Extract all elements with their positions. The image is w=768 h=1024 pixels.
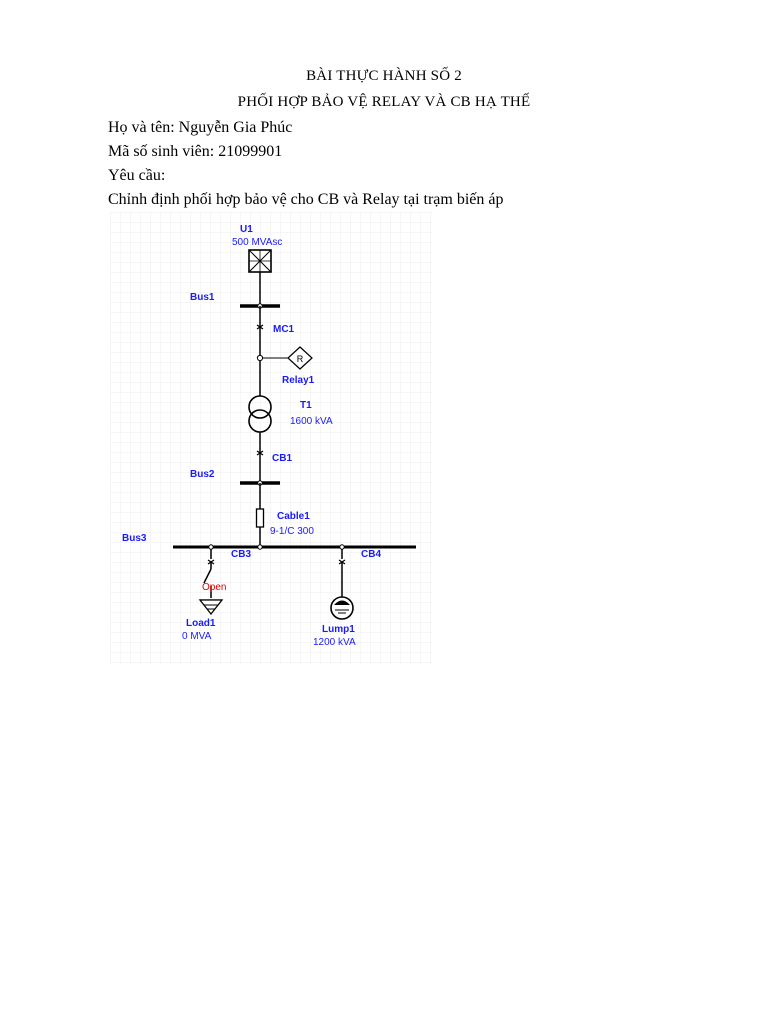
cb3-label: CB3 <box>231 549 251 560</box>
cb1-breaker-icon[interactable] <box>256 450 264 468</box>
requirement-text: Chỉnh định phối hợp bảo vệ cho CB và Rel… <box>108 191 504 208</box>
single-line-diagram: U1 500 MVAsc Bus1 MC1 R Relay1 T1 1600 k… <box>110 212 432 664</box>
mc1-label: MC1 <box>273 324 295 335</box>
diagram-grid <box>110 212 432 664</box>
load-rating-label: 0 MVA <box>182 631 212 642</box>
bus3-label: Bus3 <box>122 533 147 544</box>
static-load-icon[interactable] <box>198 599 224 616</box>
transformer-rating-label: 1600 kVA <box>290 416 333 427</box>
cable-icon[interactable] <box>255 508 265 528</box>
student-id: Mã số sinh viên: 21099901 <box>108 143 283 160</box>
cable-id-label: Cable1 <box>277 511 310 522</box>
cb1-label: CB1 <box>272 453 292 464</box>
document-subtitle: PHỐI HỢP BẢO VỆ RELAY VÀ CB HẠ THẾ <box>237 94 531 110</box>
bus3-node <box>257 544 263 550</box>
cb3-breaker-icon[interactable] <box>203 559 215 598</box>
cb4-breaker-icon[interactable] <box>338 559 346 597</box>
relay-icon[interactable]: R <box>287 346 313 370</box>
utility-source-icon[interactable] <box>248 249 272 273</box>
requirement-label: Yêu cầu: <box>108 167 166 184</box>
student-name: Họ và tên: Nguyễn Gia Phúc <box>108 119 293 136</box>
lump-rating-label: 1200 kVA <box>313 637 356 648</box>
cb4-node <box>339 544 345 550</box>
cb4-label: CB4 <box>361 549 381 560</box>
ct-node <box>256 354 264 362</box>
source-id-label: U1 <box>240 224 253 235</box>
transformer-id-label: T1 <box>300 400 312 411</box>
lump-id-label: Lump1 <box>322 624 355 635</box>
bus1-label: Bus1 <box>190 292 215 303</box>
document-title: BÀI THỰC HÀNH SỐ 2 <box>306 68 462 84</box>
bus2-label: Bus2 <box>190 469 215 480</box>
source-rating-label: 500 MVAsc <box>232 237 282 248</box>
cb3-node <box>208 544 214 550</box>
cable-spec-label: 9-1/C 300 <box>270 526 314 537</box>
cb3-status-label: Open <box>202 582 226 593</box>
relay-symbol: R <box>297 354 304 364</box>
lumped-load-icon[interactable] <box>330 596 354 620</box>
load-id-label: Load1 <box>186 618 216 629</box>
mc1-breaker-icon[interactable] <box>256 324 264 342</box>
relay-label: Relay1 <box>282 375 315 386</box>
